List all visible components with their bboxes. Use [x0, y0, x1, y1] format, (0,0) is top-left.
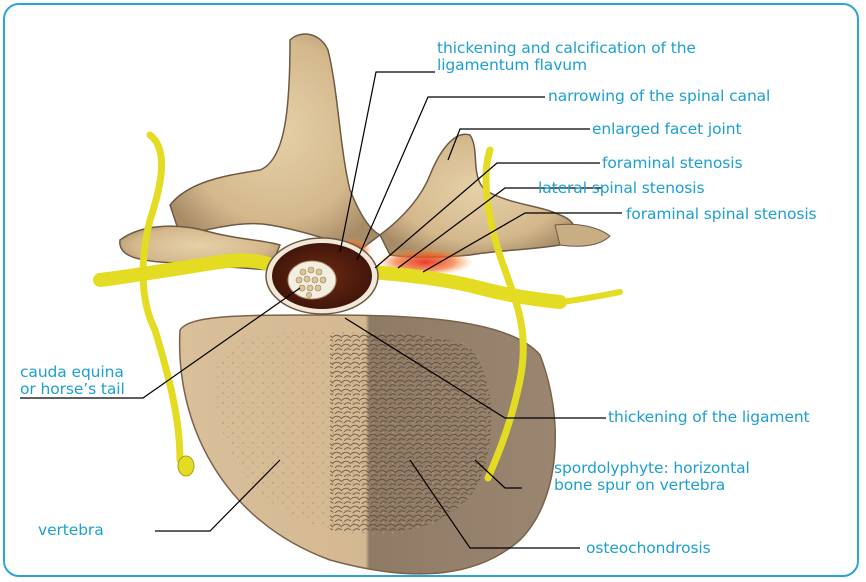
label-vertebra: vertebra [38, 522, 104, 539]
label-narrowing: narrowing of the spinal canal [548, 88, 770, 105]
label-calcification-line1: thickening and calcification of the [437, 40, 696, 57]
label-cauda-line2: or horse’s tail [20, 381, 125, 398]
label-cauda-line1: cauda equina [20, 364, 125, 381]
label-calcification: thickening and calcification of the liga… [437, 40, 696, 74]
label-cauda: cauda equina or horse’s tail [20, 364, 125, 398]
label-foraminal-spinal: foraminal spinal stenosis [626, 206, 817, 223]
label-spondylophyte-line2: bone spur on vertebra [554, 477, 750, 494]
label-calcification-line2: ligamentum flavum [437, 57, 696, 74]
label-lateral: lateral spinal stenosis [538, 180, 704, 197]
label-facet: enlarged facet joint [592, 121, 741, 138]
label-spondylophyte: spordolyphyte: horizontal bone spur on v… [554, 460, 750, 494]
label-spondylophyte-line1: spordolyphyte: horizontal [554, 460, 750, 477]
label-osteochondrosis: osteochondrosis [586, 540, 711, 557]
label-foraminal: foraminal stenosis [602, 155, 742, 172]
label-ligament: thickening of the ligament [608, 409, 810, 426]
